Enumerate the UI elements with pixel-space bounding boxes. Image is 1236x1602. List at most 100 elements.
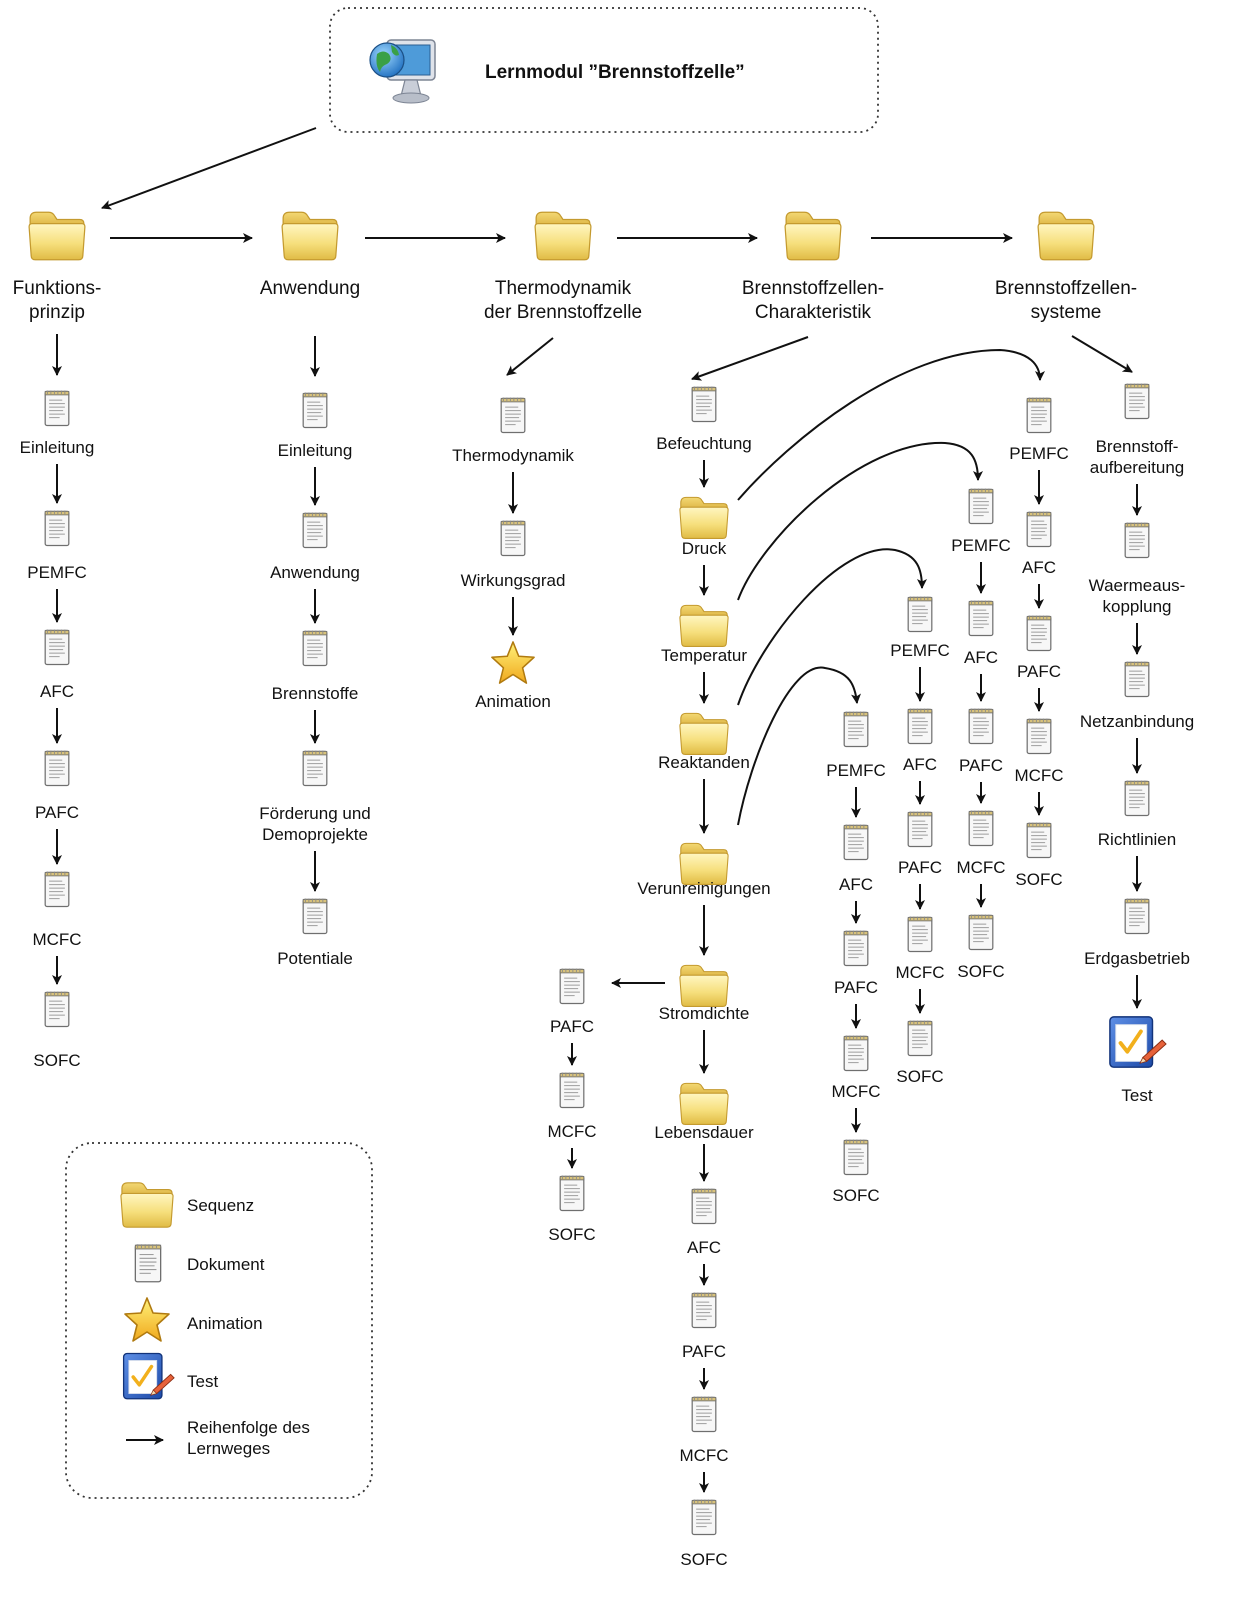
top-anwendung-folder-icon[interactable]	[281, 211, 339, 261]
lebensdauer-mcfc-document-icon[interactable]	[691, 1395, 717, 1433]
stromdichte-sofc-document-icon[interactable]	[559, 1174, 585, 1212]
temperatur-mcfc-document-icon[interactable]	[968, 809, 994, 847]
lebensdauer-afc-document-icon[interactable]	[691, 1187, 717, 1225]
reaktanden-branch-arrow	[737, 548, 927, 706]
druck-sofc-document-icon[interactable]	[1026, 821, 1052, 859]
systeme-waermeaus-kopplung-document-icon[interactable]	[1124, 521, 1150, 559]
verunreinigungen-mcfc-document-icon[interactable]	[843, 1034, 869, 1072]
stromdichte-pafc-document-icon[interactable]	[559, 967, 585, 1005]
reaktanden-label-sofc: SOFC	[896, 1067, 944, 1086]
anwendung-label-potentiale: Potentiale	[277, 949, 353, 968]
funktionsprinzip-einleitung-document-icon[interactable]	[44, 389, 70, 427]
top-thermodynamik-der-brennstoffzelle-folder-icon[interactable]	[534, 211, 592, 261]
lebensdauer-label-afc: AFC	[687, 1238, 721, 1257]
systeme-test-test-icon[interactable]	[1107, 1014, 1168, 1070]
charakteristik-druck-folder-icon[interactable]	[679, 496, 729, 539]
module-title: Lernmodul ”Brennstoffzelle”	[485, 62, 745, 83]
top-brennstoffzellen-systeme-folder-icon[interactable]	[1037, 211, 1095, 261]
anwendung-anwendung-document-icon[interactable]	[302, 511, 328, 549]
systeme-label-erdgasbetrieb: Erdgasbetrieb	[1084, 949, 1190, 968]
legend-test-label: Test	[187, 1372, 219, 1391]
anwendung-potentiale-document-icon[interactable]	[302, 897, 328, 935]
temperatur-pemfc-document-icon[interactable]	[968, 487, 994, 525]
top-label-anwendung: Anwendung	[259, 278, 361, 299]
druck-afc-document-icon[interactable]	[1026, 510, 1052, 548]
funktionsprinzip-sofc-document-icon[interactable]	[44, 990, 70, 1028]
reaktanden-afc-document-icon[interactable]	[907, 707, 933, 745]
charakteristik-label-temperatur: Temperatur	[661, 646, 747, 665]
anwendung-label-anwendung: Anwendung	[270, 563, 360, 582]
verunreinigungen-pafc-document-icon[interactable]	[843, 929, 869, 967]
anwendung-brennstoffe-document-icon[interactable]	[302, 629, 328, 667]
reaktanden-pafc-document-icon[interactable]	[907, 810, 933, 848]
temperatur-sofc-document-icon[interactable]	[968, 913, 994, 951]
funktionsprinzip-label-einleitung: Einleitung	[19, 438, 95, 457]
temperatur-label-pafc: PAFC	[958, 756, 1004, 775]
reaktanden-label-pafc: PAFC	[897, 858, 943, 877]
funktionsprinzip-pemfc-document-icon[interactable]	[44, 509, 70, 547]
anwendung-label-foerderung-und-demoprojekte: Förderung und Demoprojekte	[259, 804, 371, 844]
reaktanden-label-mcfc: MCFC	[895, 963, 945, 982]
druck-mcfc-document-icon[interactable]	[1026, 717, 1052, 755]
systeme-richtlinien-document-icon[interactable]	[1124, 779, 1150, 817]
legend-animation-label: Animation	[187, 1314, 263, 1333]
druck-label-sofc: SOFC	[1015, 870, 1063, 889]
temperatur-afc-document-icon[interactable]	[968, 599, 994, 637]
lebensdauer-sofc-document-icon[interactable]	[691, 1498, 717, 1536]
lebensdauer-label-mcfc: MCFC	[679, 1446, 729, 1465]
stromdichte-label-pafc: PAFC	[549, 1017, 595, 1036]
title-box	[329, 7, 879, 133]
druck-pafc-document-icon[interactable]	[1026, 614, 1052, 652]
charakteristik-label-druck: Druck	[681, 539, 727, 558]
druck-branch-arrow	[737, 348, 1045, 501]
charakteristik-label-lebensdauer: Lebensdauer	[654, 1123, 754, 1142]
systeme-brennstoff-aufbereitung-document-icon[interactable]	[1124, 382, 1150, 420]
lebensdauer-pafc-document-icon[interactable]	[691, 1291, 717, 1329]
verunreinigungen-afc-document-icon[interactable]	[843, 823, 869, 861]
funktionsprinzip-label-pafc: PAFC	[34, 803, 80, 822]
thermodynamik-wirkungsgrad-document-icon[interactable]	[500, 519, 526, 557]
systeme-label-waermeaus-kopplung: Waermeaus- kopplung	[1088, 576, 1186, 616]
verunreinigungen-sofc-document-icon[interactable]	[843, 1138, 869, 1176]
reaktanden-pemfc-document-icon[interactable]	[907, 595, 933, 633]
thermodynamik-label-animation: Animation	[475, 692, 551, 711]
systeme-label-test: Test	[1121, 1086, 1153, 1105]
legend-dokument-label: Dokument	[187, 1255, 265, 1274]
druck-pemfc-document-icon[interactable]	[1026, 396, 1052, 434]
charakteristik-lebensdauer-folder-icon[interactable]	[679, 1082, 729, 1125]
charakteristik-befeuchtung-document-icon[interactable]	[691, 385, 717, 423]
verunreinigungen-pemfc-document-icon[interactable]	[843, 710, 869, 748]
top-label-thermodynamik-der-brennstoffzelle: Thermodynamik der Brennstoffzelle	[483, 278, 643, 323]
charakteristik-reaktanden-folder-icon[interactable]	[679, 712, 729, 755]
verunreinigungen-label-sofc: SOFC	[832, 1186, 880, 1205]
charakteristik-label-reaktanden: Reaktanden	[658, 753, 750, 772]
thermodynamik-entry-arrow	[506, 337, 554, 376]
systeme-netzanbindung-document-icon[interactable]	[1124, 660, 1150, 698]
verunreinigungen-label-afc: AFC	[839, 875, 873, 894]
funktionsprinzip-label-pemfc: PEMFC	[27, 563, 87, 582]
thermodynamik-animation-star-icon[interactable]	[491, 641, 535, 684]
top-brennstoffzellen-charakteristik-folder-icon[interactable]	[784, 211, 842, 261]
top-funktions-prinzip-folder-icon[interactable]	[28, 211, 86, 261]
reaktanden-sofc-document-icon[interactable]	[907, 1019, 933, 1057]
funktionsprinzip-pafc-document-icon[interactable]	[44, 749, 70, 787]
charakteristik-temperatur-folder-icon[interactable]	[679, 604, 729, 647]
funktionsprinzip-mcfc-document-icon[interactable]	[44, 870, 70, 908]
start-arrow	[101, 127, 317, 210]
thermodynamik-label-wirkungsgrad: Wirkungsgrad	[460, 571, 566, 590]
systeme-erdgasbetrieb-document-icon[interactable]	[1124, 897, 1150, 935]
reaktanden-mcfc-document-icon[interactable]	[907, 915, 933, 953]
charakteristik-entry-arrow	[691, 336, 809, 381]
anwendung-foerderung-und-demoprojekte-document-icon[interactable]	[302, 749, 328, 787]
stromdichte-mcfc-document-icon[interactable]	[559, 1071, 585, 1109]
druck-label-mcfc: MCFC	[1014, 766, 1064, 785]
temperatur-pafc-document-icon[interactable]	[968, 707, 994, 745]
anwendung-einleitung-document-icon[interactable]	[302, 391, 328, 429]
lebensdauer-label-pafc: PAFC	[681, 1342, 727, 1361]
charakteristik-label-stromdichte: Stromdichte	[658, 1004, 750, 1023]
temperatur-branch-arrow	[737, 441, 983, 601]
thermodynamik-thermodynamik-document-icon[interactable]	[500, 396, 526, 434]
charakteristik-stromdichte-folder-icon[interactable]	[679, 964, 729, 1007]
funktionsprinzip-afc-document-icon[interactable]	[44, 628, 70, 666]
reaktanden-label-pemfc: PEMFC	[890, 641, 950, 660]
